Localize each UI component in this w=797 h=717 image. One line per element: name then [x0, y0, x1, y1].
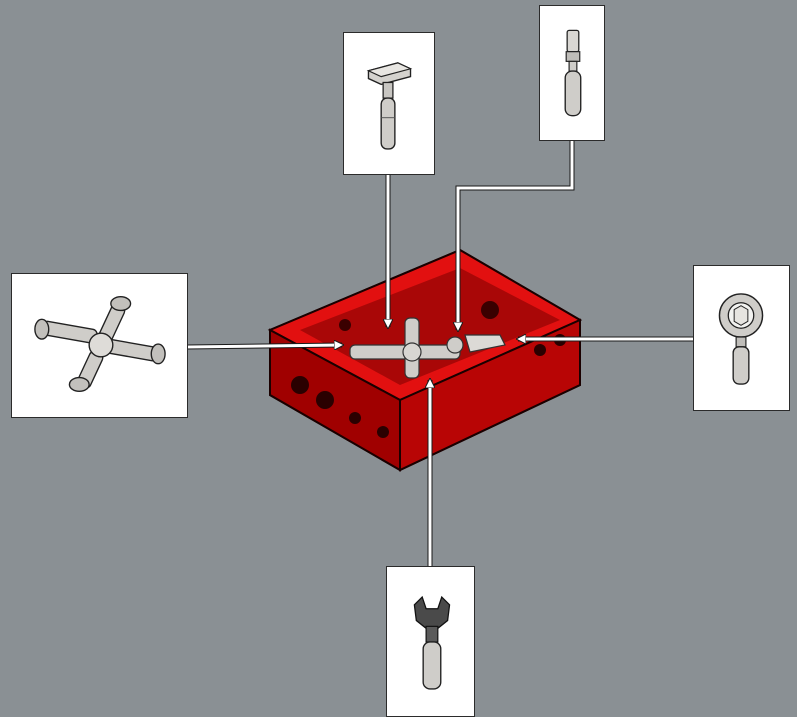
red-brick-part — [270, 250, 580, 470]
ball-joint-socket-icon — [694, 266, 789, 410]
hammer-tool-box — [343, 32, 435, 175]
screwdriver-tool-box — [539, 5, 605, 141]
hammer-icon — [344, 33, 434, 174]
open-wrench-icon — [387, 567, 474, 716]
cross-wrench-icon — [12, 274, 187, 417]
screwdriver-icon — [540, 6, 604, 140]
cross-wrench-tool-box — [11, 273, 188, 418]
open-wrench-tool-box — [386, 566, 475, 717]
ball-socket-tool-box — [693, 265, 790, 411]
